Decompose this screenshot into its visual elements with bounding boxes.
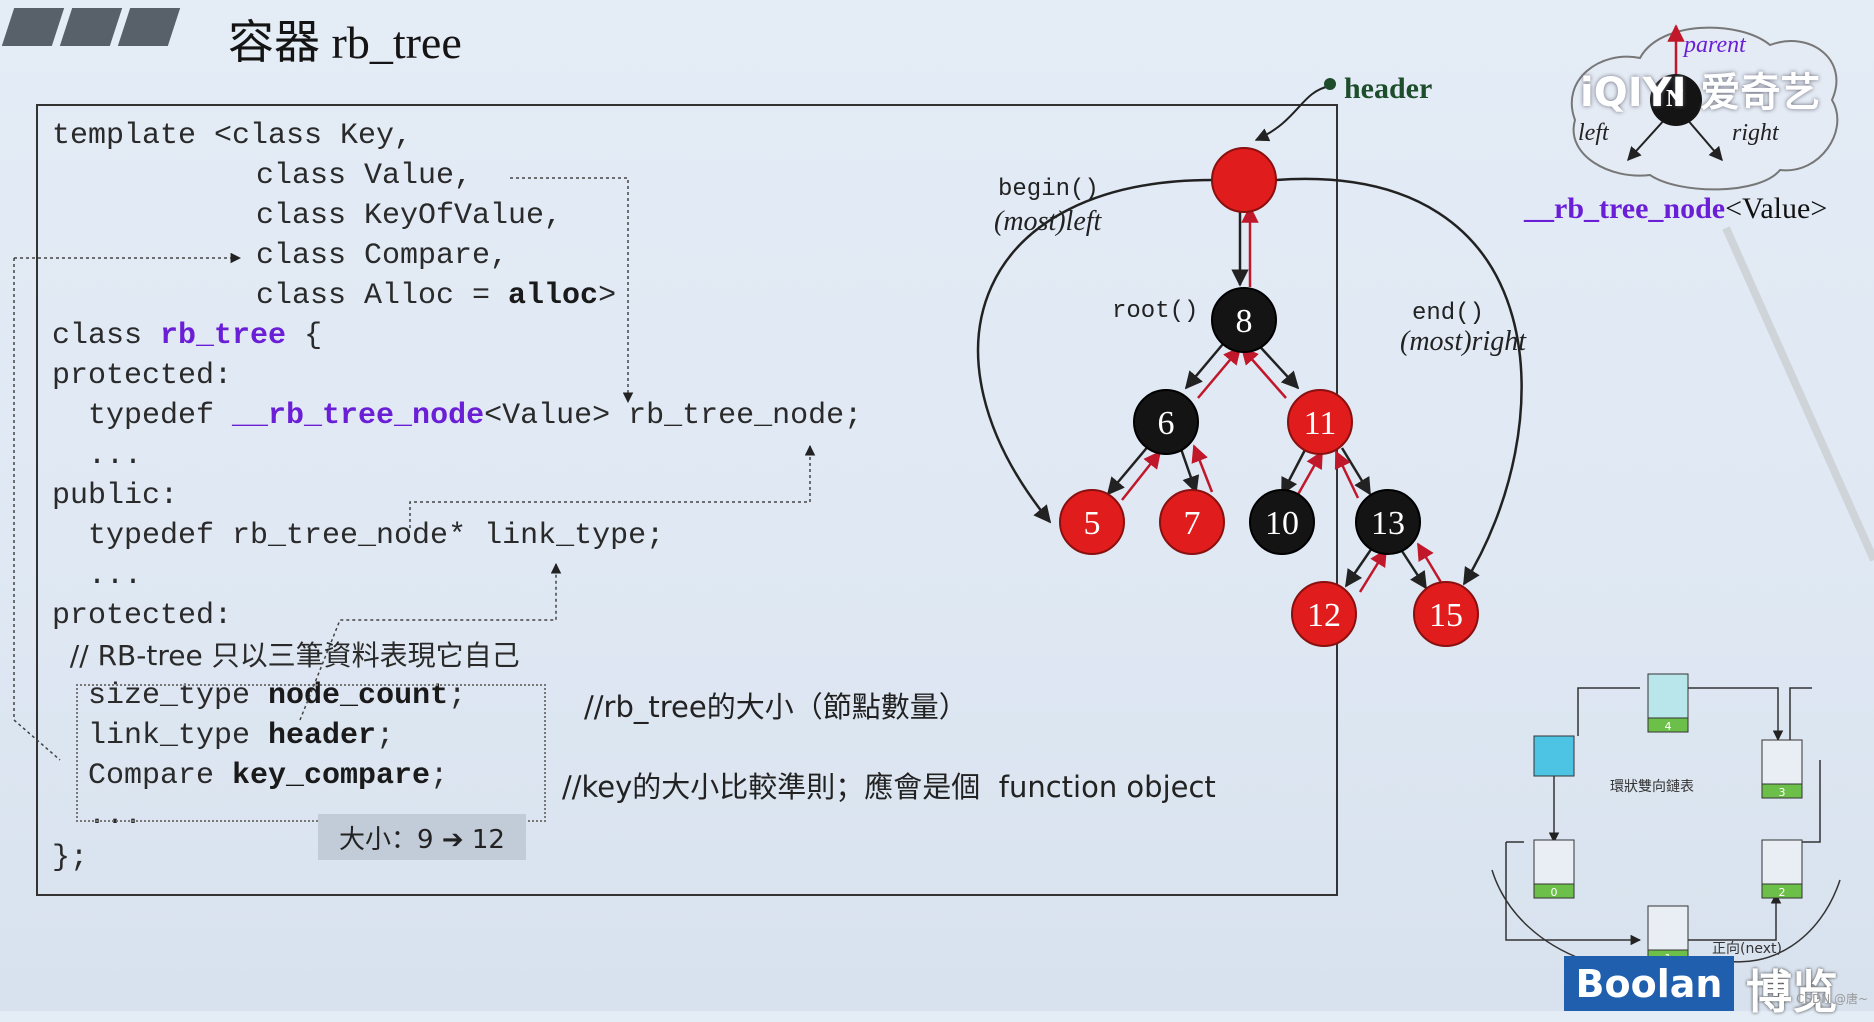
boolan-logo: Boolan: [1564, 956, 1734, 1011]
boolan-cn-logo: 博览: [1746, 965, 1838, 1019]
tree-node-key: 11: [1304, 405, 1337, 442]
begin-label: begin(): [998, 176, 1099, 203]
begin-sub-label: (most)left: [994, 206, 1102, 237]
page-title: 容器 rb_tree: [228, 17, 462, 68]
ring-header-node: [1533, 735, 1575, 777]
code-line-16: link_type header;: [52, 719, 395, 753]
data-members-highlight: [76, 684, 546, 822]
key-compare-comment: //key的大小比較準則；應會是個 function object: [562, 770, 1216, 804]
ring-node: 0: [1533, 839, 1575, 899]
code-annotation-arrows: [13, 177, 816, 761]
node-letter: N: [1666, 86, 1684, 112]
pointer-stick: [1722, 226, 1874, 562]
ring-node: 4: [1647, 673, 1689, 733]
code-line-18: ...: [52, 799, 143, 833]
code-line-9: ...: [52, 439, 143, 473]
ring-node-index: 2: [1779, 886, 1786, 899]
code-line-5: class Alloc = alloc>: [256, 279, 617, 313]
code-line-17: Compare key_compare;: [52, 759, 449, 793]
ring-node: 2: [1761, 839, 1803, 899]
header-dot: [1324, 78, 1336, 90]
ring-next-label: 正向(next): [1712, 941, 1782, 957]
tree-node-key: 5: [1084, 505, 1101, 542]
left-label: left: [1578, 120, 1609, 146]
ring-list-diagram: [1491, 687, 1841, 972]
tree-node-key: 13: [1371, 505, 1405, 542]
node-structure-cloud: [1570, 24, 1839, 191]
tree-node-key: 7: [1184, 505, 1201, 542]
ring-center-label: 環狀雙向鏈表: [1610, 779, 1694, 795]
tree-node-8: 8: [1211, 287, 1277, 353]
end-label: end(): [1412, 300, 1485, 327]
parent-label: parent: [1684, 32, 1746, 58]
tree-node-15: 15: [1413, 581, 1479, 647]
ring-node-index: 3: [1779, 786, 1786, 799]
iqiyi-watermark: iQIYI 爱奇艺: [1580, 70, 1821, 116]
tree-node-key: 15: [1429, 597, 1463, 634]
code-line-2: class Value,: [256, 159, 473, 193]
csdn-watermark: CSDN @唐~: [1796, 992, 1869, 1006]
ring-node: 3: [1761, 739, 1803, 799]
code-line-11: typedef rb_tree_node* link_type;: [52, 519, 665, 553]
code-line-8: typedef __rb_tree_node<Value> rb_tree_no…: [52, 399, 863, 433]
root-label: root(): [1112, 298, 1199, 325]
header-label: header: [1344, 72, 1433, 105]
code-line-13: protected:: [52, 599, 233, 633]
code-line-10: public:: [52, 479, 179, 513]
code-line-12: ...: [52, 559, 143, 593]
rb-tree-node-type: __rb_tree_node<Value>: [1524, 192, 1828, 225]
node-count-comment: //rb_tree的大小（節點數量）: [584, 690, 968, 724]
tree-node-10: 10: [1249, 489, 1315, 555]
ring-node-index: 4: [1665, 720, 1672, 733]
tree-nodes: 8 6 11 5 7 10 13 12 15: [1059, 147, 1479, 647]
tree-node-key: 12: [1307, 597, 1341, 634]
right-label: right: [1732, 120, 1779, 146]
tree-node-key: 6: [1158, 405, 1175, 442]
tree-node-5: 5: [1059, 489, 1125, 555]
tree-node-11: 11: [1287, 389, 1353, 455]
code-line-19: };: [52, 841, 89, 875]
code-line-4: class Compare,: [256, 239, 509, 273]
tree-node-6: 6: [1133, 389, 1199, 455]
tree-edges: [976, 85, 1523, 593]
code-panel: [36, 104, 1338, 896]
tree-node-key: 10: [1265, 505, 1299, 542]
code-line-3: class KeyOfValue,: [256, 199, 563, 233]
code-line-7: protected:: [52, 359, 233, 393]
size-badge: 大小：9 ➔ 12: [318, 814, 526, 860]
tree-node-7: 7: [1159, 489, 1225, 555]
code-line-1: template <class Key,: [52, 119, 413, 153]
tree-node-12: 12: [1291, 581, 1357, 647]
ring-node-index: 0: [1551, 886, 1558, 899]
tree-node-13: 13: [1355, 489, 1421, 555]
code-line-14: // RB-tree 只以三筆資料表現它自己: [52, 639, 520, 672]
tree-node-key: 8: [1236, 303, 1253, 340]
header-node: [1211, 147, 1277, 213]
end-sub-label: (most)right: [1400, 326, 1526, 357]
ring-list-nodes: 43210: [1533, 673, 1803, 965]
code-line-6: class rb_tree {: [52, 319, 323, 353]
